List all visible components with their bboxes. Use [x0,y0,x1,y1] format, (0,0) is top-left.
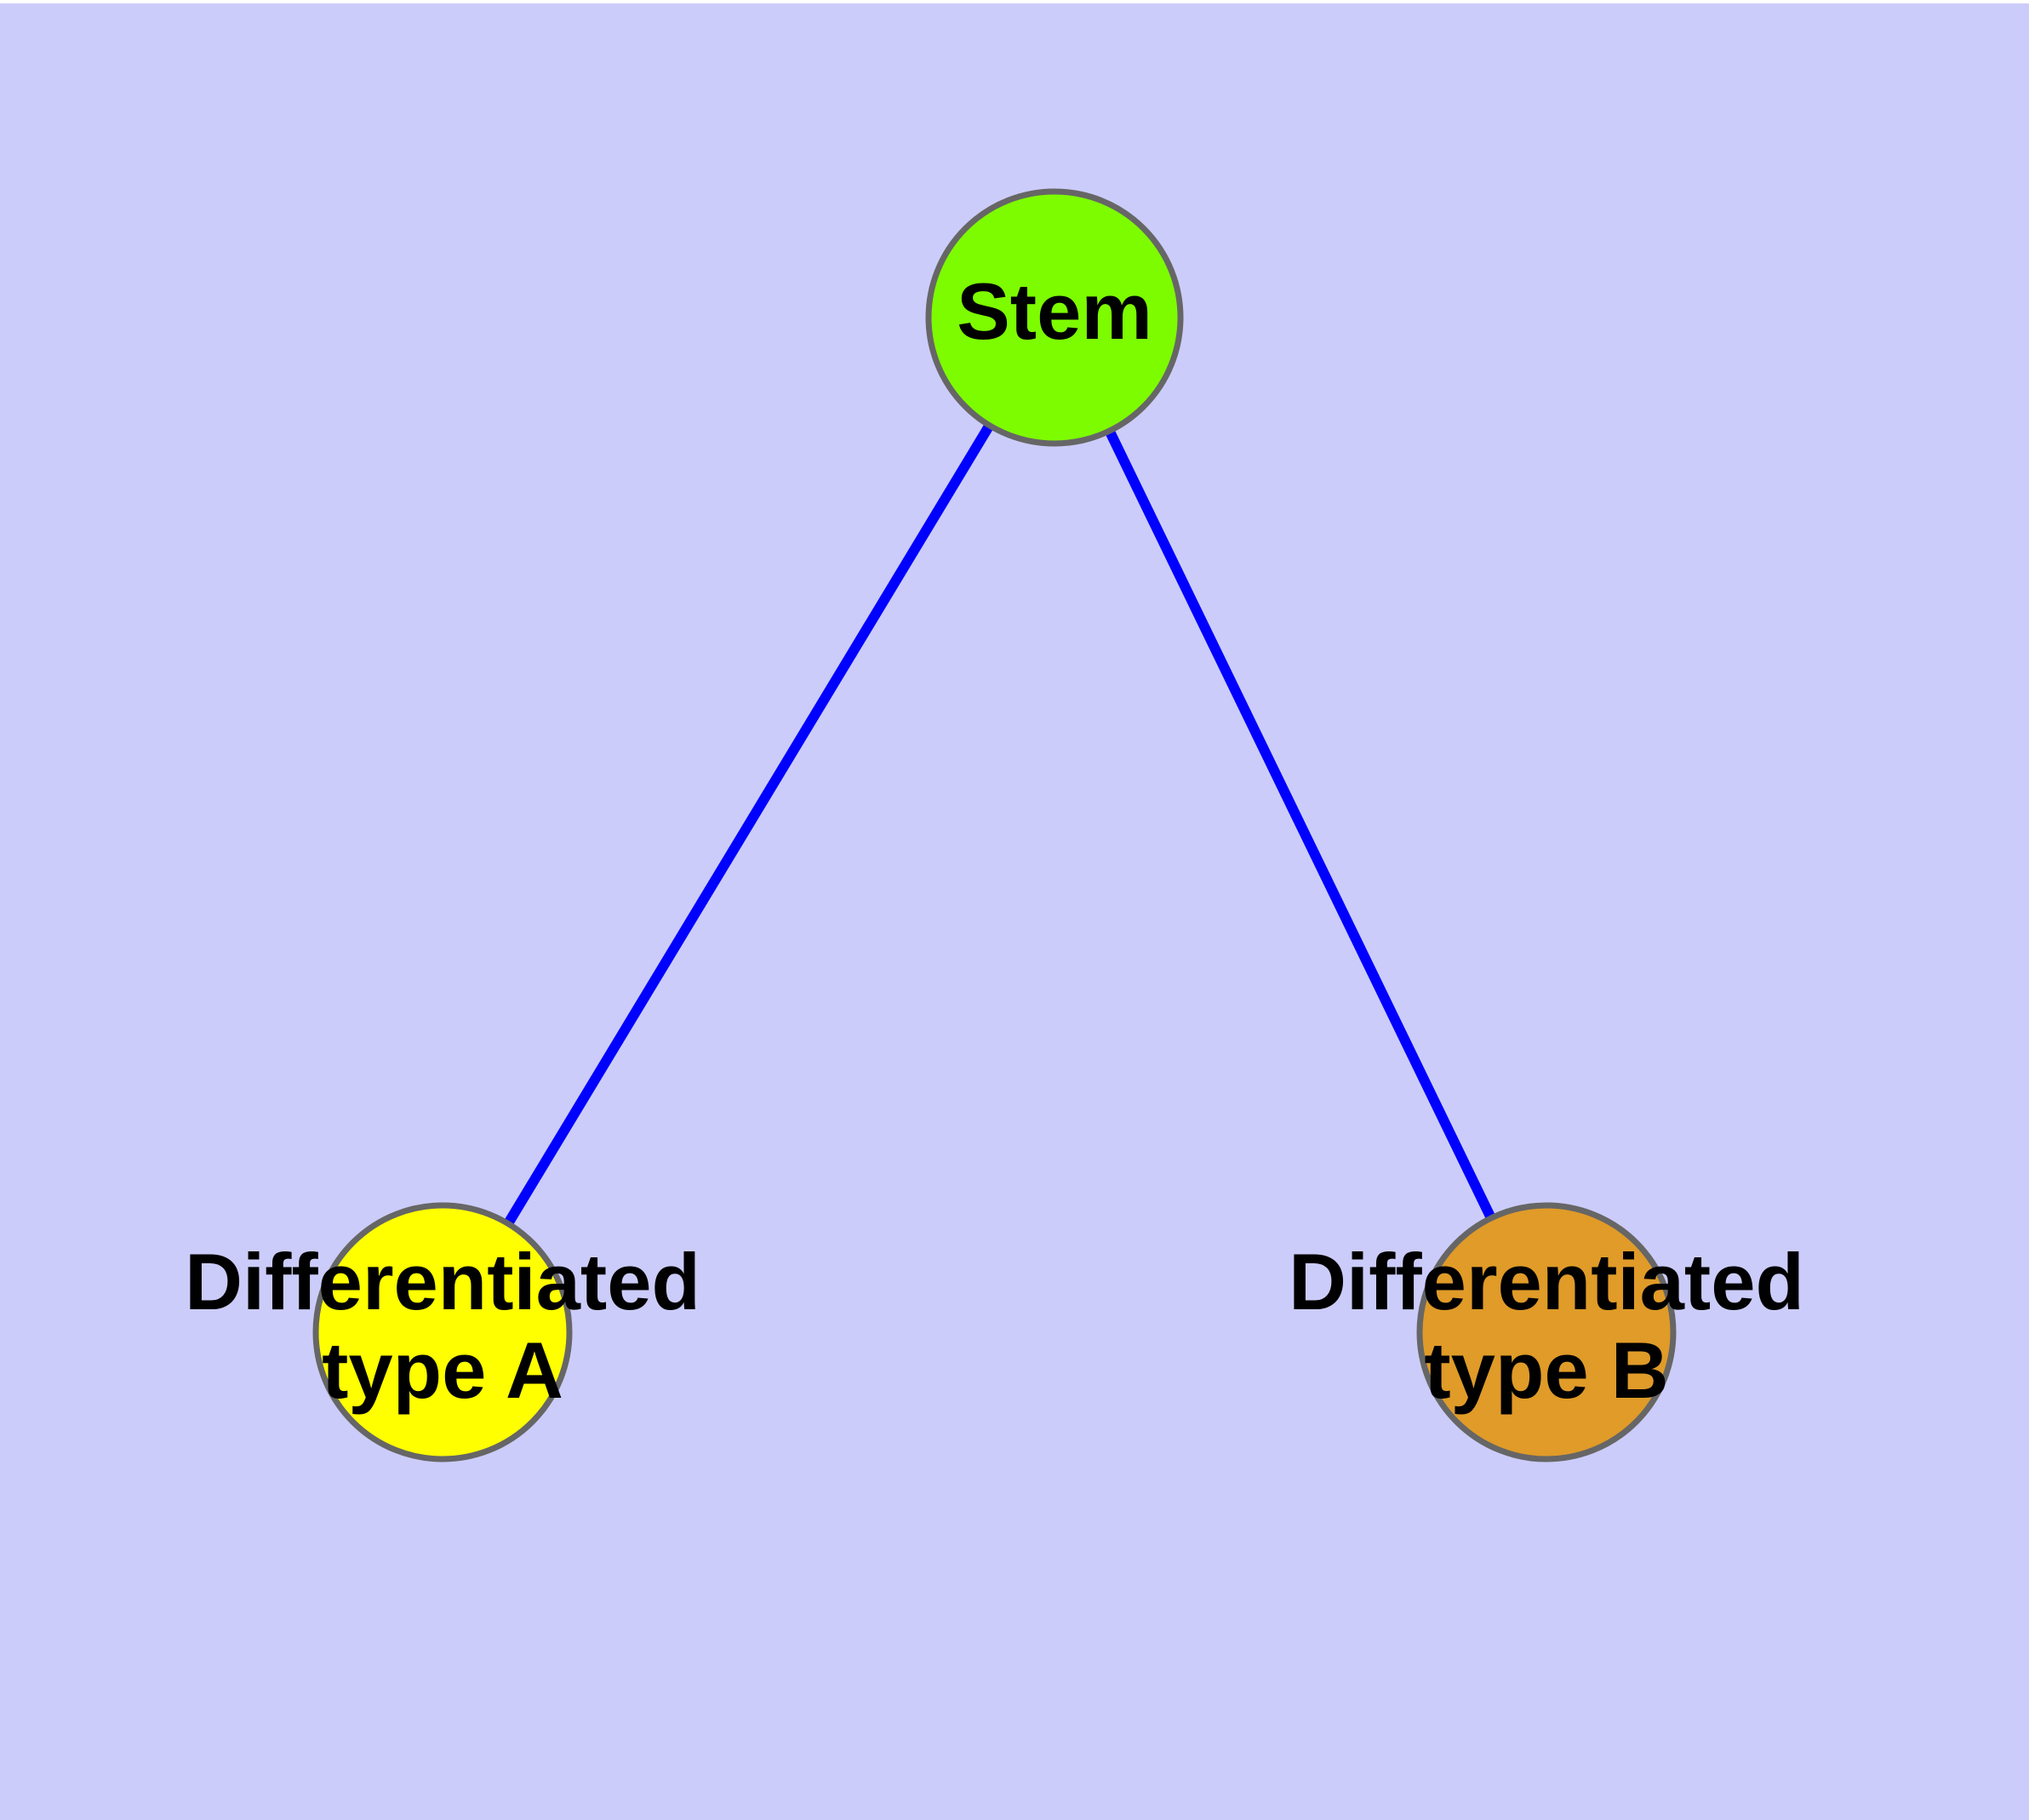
node-label-line: Differentiated [185,1237,700,1326]
node-diff_b[interactable] [1416,1202,1677,1462]
edges-layer [502,421,1497,1228]
node-label-line: type B [1424,1325,1668,1415]
node-label-line: Differentiated [1289,1237,1804,1326]
edge-stem-to-diff_b [1104,426,1497,1222]
edge-stem-to-diff_a [502,421,995,1228]
node-label-stem: Stem [957,266,1152,356]
node-stem[interactable] [925,188,1184,447]
node-label-line: Stem [957,266,1152,356]
node-diff_a[interactable] [312,1202,573,1462]
nodes-layer [312,188,1677,1462]
node-label-line: type A [322,1325,563,1415]
